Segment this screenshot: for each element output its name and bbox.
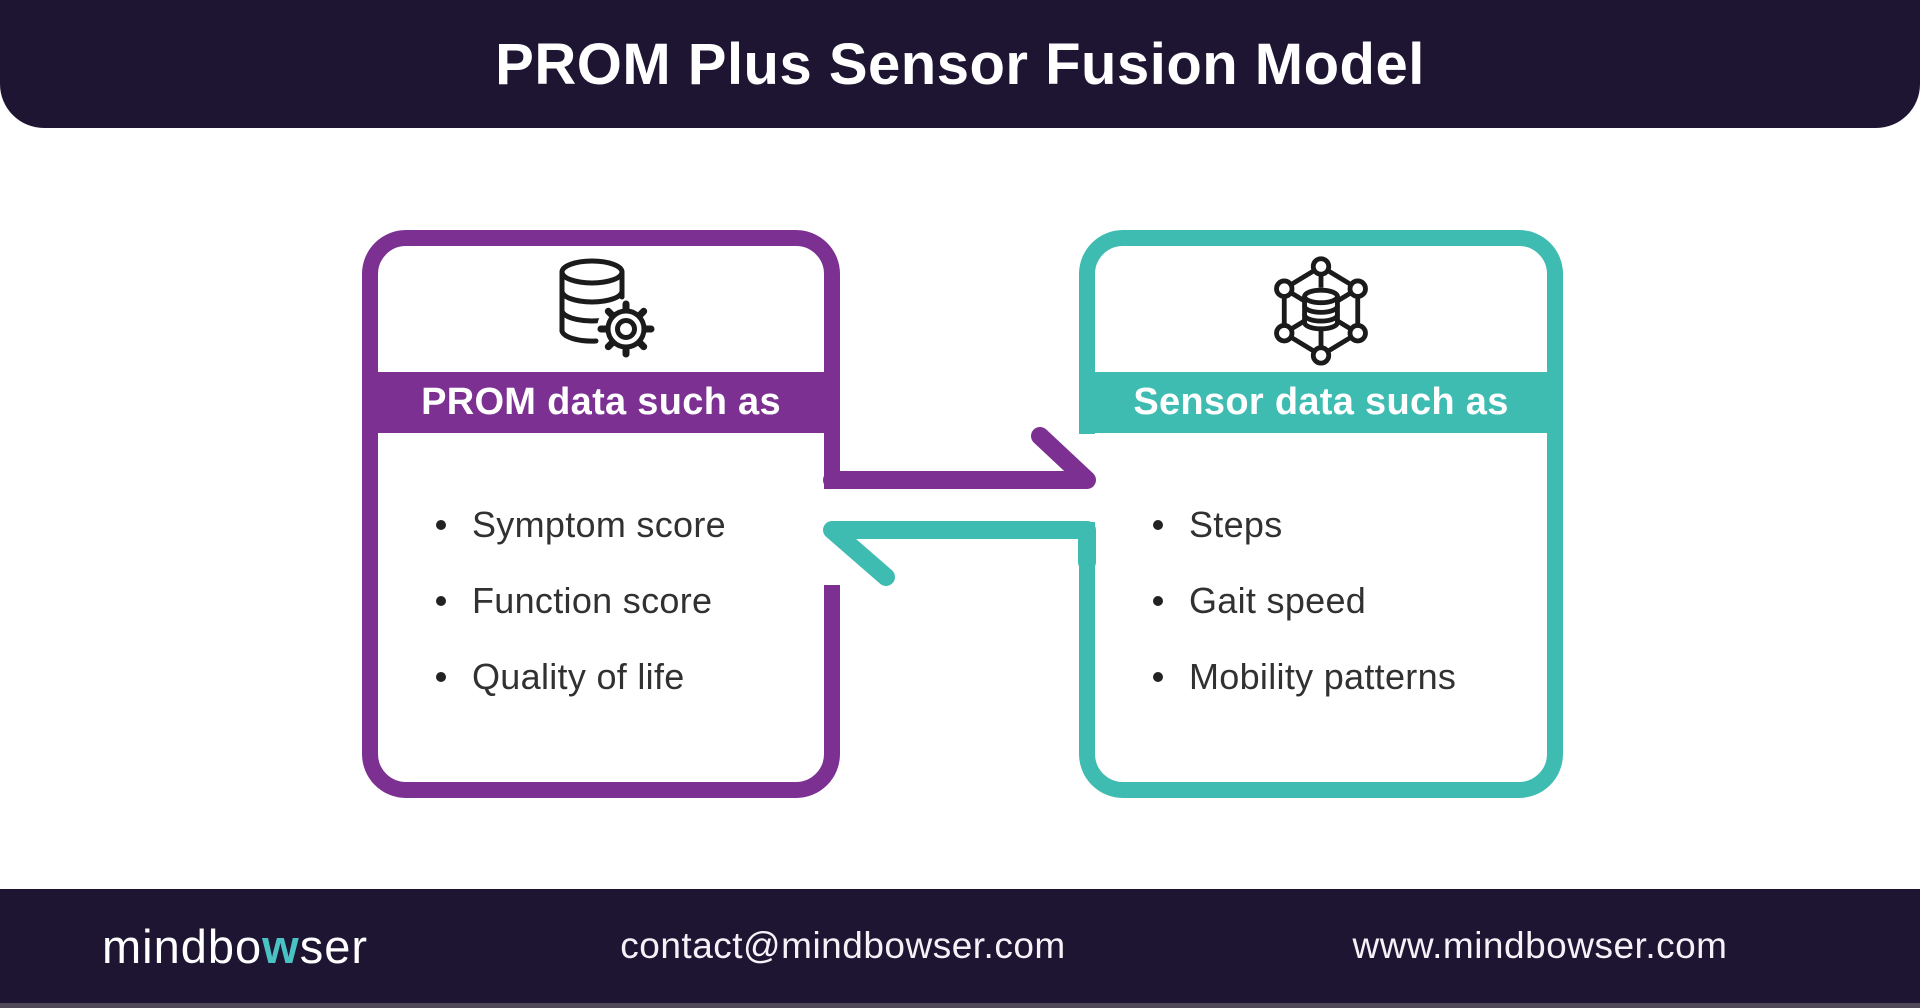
prom-data-box: PROM data such as Symptom score Function… [362,230,840,798]
database-gear-icon [378,246,824,372]
list-item-label: Quality of life [472,656,685,697]
bullet-dot [436,596,446,606]
prom-to-sensor-arrow [823,427,1096,489]
sensor-data-box: Sensor data such as Steps Gait speed Mob… [1079,230,1563,798]
contact-email-text: contact@mindbowser.com [620,925,1066,966]
list-item: Steps [1153,487,1456,563]
contact-email: contact@mindbowser.com [620,889,1065,1003]
bullet-dot [436,672,446,682]
prom-box-header-label: PROM data such as [421,381,781,423]
network-data-icon-svg [1274,256,1368,366]
logo-text-suffix: ser [299,919,369,973]
list-item: Gait speed [1153,563,1456,639]
sensor-box-header-label: Sensor data such as [1133,381,1509,423]
page-title: PROM Plus Sensor Fusion Model [495,31,1425,97]
sensor-box-header-band: Sensor data such as [1079,372,1563,433]
database-gear-icon-svg [559,258,655,358]
list-item-label: Steps [1189,504,1283,545]
list-item-label: Symptom score [472,504,726,545]
list-item-label: Gait speed [1189,580,1367,621]
website-url: www.mindbowser.com [1352,889,1727,1003]
sensor-to-prom-arrow [823,521,1096,586]
list-item-label: Function score [472,580,713,621]
network-data-icon [1095,246,1547,372]
logo-accent-letter: w [262,919,300,973]
header-title-row: PROM Plus Sensor Fusion Model [0,0,1920,128]
website-url-text: www.mindbowser.com [1352,925,1728,966]
bullet-dot [1153,672,1163,682]
bottom-edge-strip [0,1003,1920,1008]
list-item-label: Mobility patterns [1189,656,1457,697]
sensor-data-list: Steps Gait speed Mobility patterns [1153,487,1456,715]
list-item: Quality of life [436,639,726,715]
prom-data-list: Symptom score Function score Quality of … [436,487,726,715]
bullet-dot [436,520,446,530]
header-bar [0,0,1920,128]
bullet-dot [1153,596,1163,606]
list-item: Function score [436,563,726,639]
logo-text-prefix: mindbo [101,919,263,973]
list-item: Symptom score [436,487,726,563]
bullet-dot [1153,520,1163,530]
prom-box-header-band: PROM data such as [362,372,840,433]
list-item: Mobility patterns [1153,639,1456,715]
